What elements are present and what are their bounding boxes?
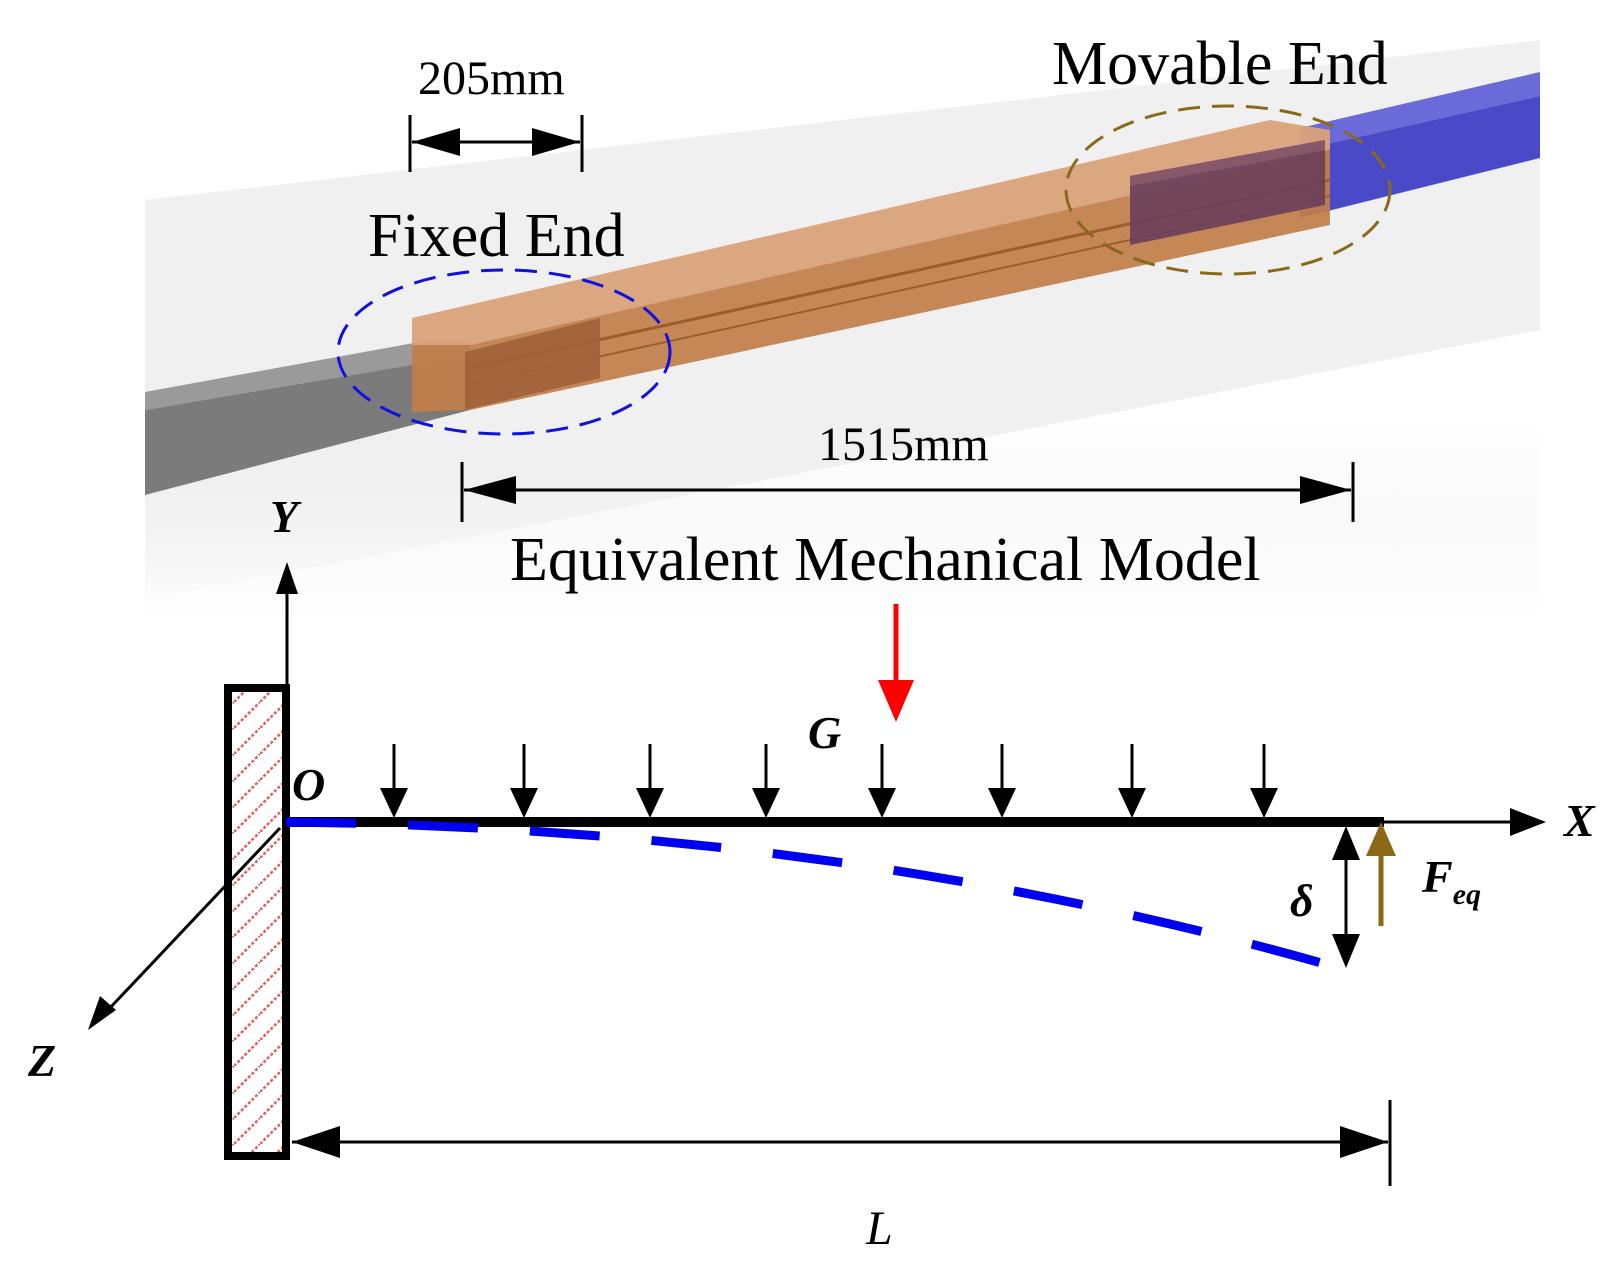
force-label-sub: eq: [1453, 878, 1481, 911]
beam-3d-render: [145, 40, 1540, 620]
x-axis-label: X: [1562, 795, 1596, 846]
movable-end-label: Movable End: [1052, 30, 1388, 98]
z-axis: [88, 826, 282, 1030]
load-arrow: [1250, 744, 1278, 818]
length-dimension: [292, 1100, 1392, 1186]
equivalent-force-arrow: [1366, 822, 1396, 926]
deflection-dimension: [1332, 826, 1360, 968]
dimension-205mm: [408, 115, 584, 172]
y-axis: [276, 562, 298, 818]
caption: Equivalent Mechanical Model: [510, 526, 1261, 594]
distributed-load: [380, 744, 1278, 818]
dimension-205mm-label: 205mm: [418, 52, 565, 105]
force-label-main: F: [1421, 851, 1453, 902]
fixed-beam-top-face: [145, 340, 470, 410]
movable-beam-front-face: [1300, 96, 1540, 218]
load-arrow: [752, 744, 780, 818]
length-label: L: [865, 1202, 893, 1255]
sleeve-top-face: [412, 120, 1330, 345]
deflection-label: δ: [1290, 875, 1314, 926]
load-arrow: [868, 744, 896, 818]
movable-end-ellipse: [1064, 104, 1392, 276]
gravity-label: G: [808, 707, 841, 758]
fixed-end-inner-rail: [465, 318, 600, 410]
lower-fade: [145, 420, 1540, 620]
movable-end-inner-rail-top: [1130, 140, 1325, 186]
deflection-curve: [285, 817, 1348, 975]
z-axis-label: Z: [27, 1035, 56, 1086]
load-arrow: [636, 744, 664, 818]
origin-label: O: [292, 759, 325, 810]
fixed-wall: [224, 684, 290, 1160]
dimension-1515mm-label: 1515mm: [818, 418, 989, 471]
dimension-1515mm: [460, 462, 1355, 522]
fixed-end-ellipse: [336, 268, 672, 436]
movable-beam-top-face: [1300, 72, 1540, 150]
fixed-end-label: Fixed End: [368, 202, 625, 270]
fixed-beam-front-face: [145, 355, 470, 495]
load-arrow: [988, 744, 1016, 818]
load-arrow: [510, 744, 538, 818]
movable-end-inner-rail: [1130, 140, 1325, 245]
equivalent-force-label: Feq: [1421, 851, 1481, 911]
gravity-arrow: [878, 604, 914, 722]
load-arrow: [1118, 744, 1146, 818]
load-arrow: [380, 744, 408, 818]
y-axis-label: Y: [270, 491, 302, 542]
